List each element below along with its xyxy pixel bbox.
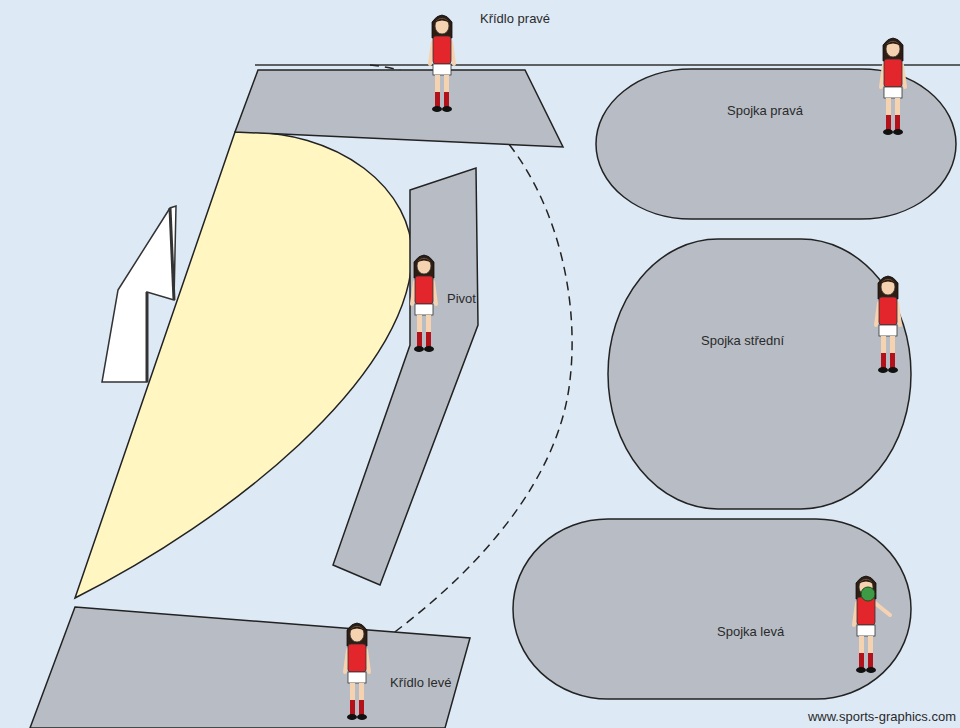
position-name: Křídlo levé	[390, 675, 451, 690]
player-figure	[430, 15, 454, 112]
position-name: Spojka střední	[701, 333, 784, 348]
goal-net	[102, 206, 176, 382]
zone-outline	[28, 605, 473, 728]
watermark: www.sports-graphics.com	[808, 709, 956, 724]
pivot-zone: Pivot	[330, 165, 485, 590]
position-name: Spojka pravá	[727, 103, 803, 118]
wing-zone: Křídlo levé	[28, 605, 473, 728]
player-figure	[854, 576, 890, 673]
position-name: Křídlo pravé	[480, 11, 550, 26]
goal-post	[170, 208, 174, 300]
player-figure	[881, 38, 905, 135]
position-name: Pivot	[447, 291, 476, 306]
zone-outline	[330, 165, 485, 590]
zone-shape	[30, 607, 470, 728]
back-zone: Spojka pravá	[595, 68, 957, 220]
position-name: Spojka levá	[717, 624, 784, 639]
back-zone: Spojka levá	[512, 518, 912, 700]
zone-shape	[596, 69, 956, 219]
player-figure	[412, 255, 436, 352]
zone-shape	[235, 70, 563, 147]
zone-shape	[333, 168, 478, 585]
side-line	[255, 64, 960, 66]
zone-outline	[595, 68, 957, 220]
zone-outline	[230, 5, 570, 153]
wing-zone: Křídlo pravé	[230, 5, 570, 153]
zone-outline	[512, 518, 912, 700]
player-figure	[345, 623, 369, 720]
back-zone: Spojka střední	[607, 238, 912, 510]
zone-shape	[608, 239, 911, 509]
goal-post	[146, 292, 149, 382]
zone-outline	[607, 238, 912, 510]
ball	[861, 587, 875, 601]
zone-shape	[513, 519, 911, 699]
player-figure	[876, 276, 900, 373]
